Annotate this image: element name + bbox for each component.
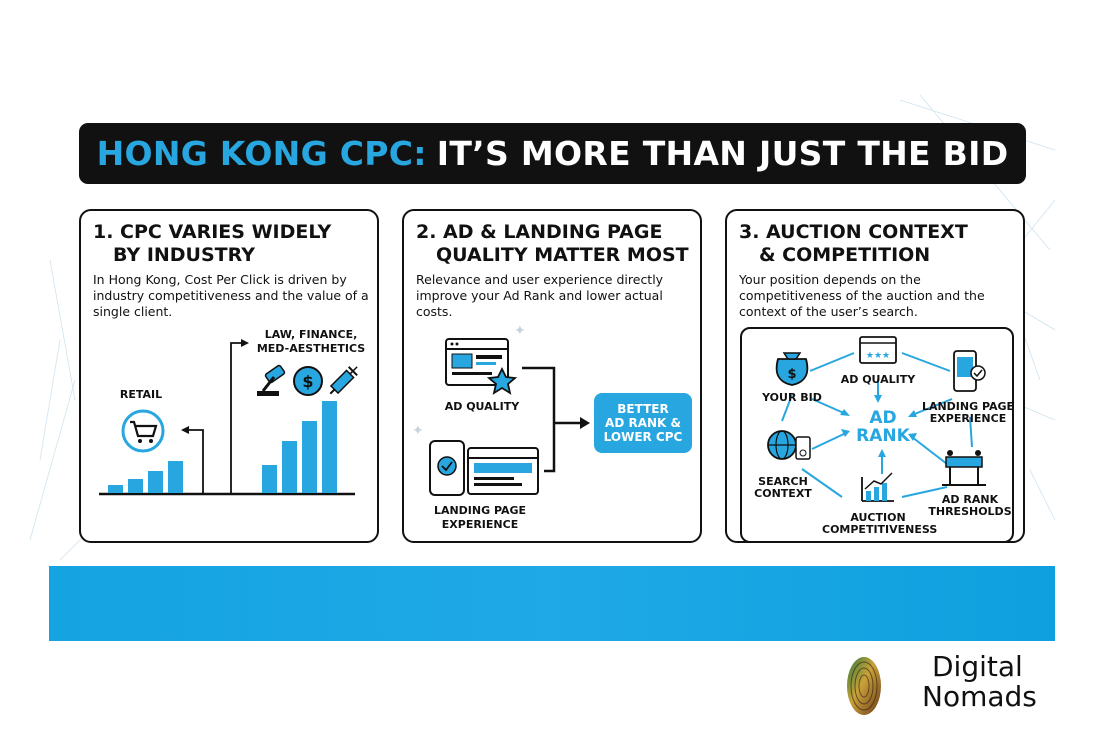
- phone-check-icon: [953, 350, 986, 392]
- brand-name: Digital Nomads: [922, 652, 1037, 712]
- node-thresh-line2: THRESHOLDS: [928, 505, 1012, 518]
- panel-heading-line2: BY INDUSTRY: [113, 244, 255, 266]
- ad-rank-network: $ ★★★: [767, 336, 986, 502]
- accent-band: [49, 566, 1055, 641]
- label-ad-quality: AD QUALITY: [444, 400, 520, 413]
- phone-icon: [429, 440, 465, 496]
- industry-bars-graphic: $: [99, 339, 358, 496]
- retail-bar-1: [108, 485, 123, 493]
- quality-graphic: ✦ ✦: [412, 323, 590, 496]
- ad-rank-line2: RANK: [856, 426, 910, 446]
- node-landing-line1: LANDING PAGE: [921, 400, 1015, 413]
- panel-heading-line2: & COMPETITION: [759, 244, 931, 266]
- rating-browser-icon: ★★★: [859, 336, 897, 364]
- globe-icon: [767, 430, 811, 460]
- result-line3: LOWER CPC: [603, 430, 683, 444]
- label-retail: RETAIL: [119, 388, 163, 401]
- law-bar-3: [302, 421, 317, 493]
- panel-heading-line2: QUALITY MATTER MOST: [436, 244, 689, 266]
- panel-heading-line1: 3. AUCTION CONTEXT: [739, 221, 968, 243]
- title-rest: IT’S MORE THAN JUST THE BID: [436, 134, 1009, 173]
- star-icon: [486, 366, 518, 395]
- label-law-finance: LAW, FINANCE,: [264, 328, 358, 341]
- svg-text:✦: ✦: [514, 323, 526, 339]
- panel-quality: 2. AD & LANDING PAGE QUALITY MATTER MOST…: [402, 209, 702, 543]
- ad-rank-center: AD RANK: [853, 409, 913, 445]
- panel-body: Relevance and user experience directly i…: [416, 272, 664, 319]
- node-landing-line2: EXPERIENCE: [929, 412, 1007, 425]
- growth-chart-icon: [861, 472, 894, 502]
- node-search-line2: CONTEXT: [754, 487, 812, 500]
- landing-browser-icon: [467, 447, 539, 495]
- law-bar-4: [322, 401, 337, 493]
- barrier-icon: [942, 450, 986, 486]
- retail-bar-3: [148, 471, 163, 493]
- panel-body: Your position depends on the competitive…: [739, 272, 985, 319]
- title-highlight: HONG KONG CPC:: [96, 134, 427, 173]
- node-your-bid: YOUR BID: [762, 391, 822, 404]
- result-badge: BETTER AD RANK & LOWER CPC: [594, 393, 692, 453]
- ad-rank-diagram: $ ★★★: [740, 327, 1014, 543]
- label-landing-line1: LANDING PAGE: [433, 504, 527, 517]
- svg-text:$: $: [787, 367, 796, 382]
- money-bag-icon: $: [775, 352, 809, 386]
- dollar-icon: $: [293, 366, 323, 396]
- retail-bar-4: [168, 461, 183, 493]
- panel-heading: 2. AD & LANDING PAGE QUALITY MATTER MOST: [416, 221, 701, 267]
- node-auction-line2: COMPETITIVENESS: [822, 523, 938, 536]
- label-med-aesthetics: MED-AESTHETICS: [256, 342, 366, 355]
- panel-heading: 1. CPC VARIES WIDELY BY INDUSTRY: [93, 221, 378, 267]
- main-title: HONG KONG CPC: IT’S MORE THAN JUST THE B…: [79, 123, 1026, 184]
- node-auction-line1: AUCTION: [850, 511, 906, 524]
- panel-body: In Hong Kong, Cost Per Click is driven b…: [93, 272, 369, 319]
- svg-text:$: $: [302, 372, 313, 391]
- brand-logo: Digital Nomads: [842, 652, 1052, 722]
- shopping-cart-icon: [121, 409, 165, 453]
- svg-text:✦: ✦: [412, 423, 424, 439]
- node-thresh-line1: AD RANK: [941, 493, 999, 506]
- node-ad-quality: AD QUALITY: [840, 373, 916, 386]
- ad-browser-icon: [445, 338, 509, 386]
- panel-cpc-by-industry: 1. CPC VARIES WIDELY BY INDUSTRY In Hong…: [79, 209, 379, 543]
- gavel-icon: [257, 364, 286, 396]
- ad-rank-line1: AD: [869, 408, 897, 428]
- result-line1: BETTER: [617, 402, 669, 416]
- panel-heading-line1: 1. CPC VARIES WIDELY: [93, 221, 332, 243]
- fingerprint-icon: [847, 657, 881, 715]
- law-bar-2: [282, 441, 297, 493]
- node-search-line1: SEARCH: [758, 475, 808, 488]
- panel-auction: 3. AUCTION CONTEXT & COMPETITION Your po…: [725, 209, 1025, 543]
- retail-bar-2: [128, 479, 143, 493]
- panel-heading: 3. AUCTION CONTEXT & COMPETITION: [739, 221, 1024, 267]
- svg-text:★★★: ★★★: [866, 351, 890, 361]
- syringe-icon: [329, 366, 358, 395]
- result-line2: AD RANK &: [605, 416, 681, 430]
- brand-line2: Nomads: [922, 680, 1037, 713]
- brand-line1: Digital: [932, 650, 1023, 683]
- law-bar-1: [262, 465, 277, 493]
- panel-heading-line1: 2. AD & LANDING PAGE: [416, 221, 663, 243]
- label-landing-line2: EXPERIENCE: [441, 518, 519, 531]
